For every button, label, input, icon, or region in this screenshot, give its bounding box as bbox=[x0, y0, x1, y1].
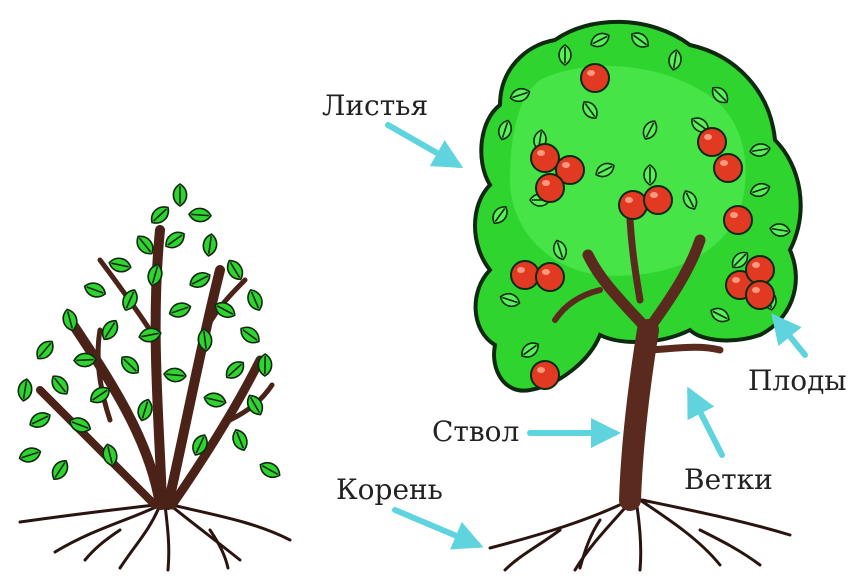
apple-highlight bbox=[720, 160, 728, 166]
leaf bbox=[48, 457, 71, 483]
leaf bbox=[162, 228, 188, 251]
leaf bbox=[173, 184, 186, 206]
label-trunk: Ствол bbox=[432, 418, 519, 446]
apple bbox=[536, 174, 564, 202]
leaf bbox=[222, 358, 247, 383]
arrow-fruits bbox=[775, 318, 805, 355]
arrow-branches bbox=[690, 392, 722, 455]
apple-highlight bbox=[542, 269, 550, 275]
leaf bbox=[245, 287, 266, 312]
apple-highlight bbox=[752, 262, 760, 268]
leaf bbox=[48, 372, 72, 397]
label-leaves: Листья bbox=[322, 92, 428, 120]
apple bbox=[511, 261, 539, 289]
leaf bbox=[17, 378, 33, 402]
leaf bbox=[147, 203, 172, 228]
apple bbox=[746, 281, 774, 309]
bush-illustration bbox=[17, 184, 290, 570]
leaf bbox=[237, 323, 263, 347]
apple bbox=[619, 191, 647, 219]
leaf bbox=[203, 391, 227, 409]
leaf bbox=[644, 165, 656, 185]
apple-highlight bbox=[650, 192, 658, 198]
leaf bbox=[108, 256, 132, 273]
label-fruits: Плоды bbox=[748, 367, 847, 395]
apple-highlight bbox=[587, 70, 595, 76]
apple bbox=[536, 263, 564, 291]
bush-roots bbox=[20, 505, 290, 570]
apple-highlight bbox=[517, 267, 525, 273]
apple bbox=[581, 64, 609, 92]
apple-highlight bbox=[537, 367, 545, 373]
leaf bbox=[187, 269, 213, 291]
apple bbox=[724, 206, 752, 234]
apple-highlight bbox=[542, 180, 550, 186]
leaf bbox=[257, 459, 283, 481]
leaf bbox=[189, 208, 212, 223]
leaf bbox=[230, 427, 250, 452]
leaf bbox=[82, 280, 107, 300]
leaf bbox=[163, 367, 186, 382]
leaf bbox=[135, 398, 154, 423]
leaf bbox=[17, 445, 42, 464]
apple-highlight bbox=[732, 277, 740, 283]
leaf bbox=[167, 300, 192, 320]
arrow-leaves bbox=[388, 125, 458, 165]
bush-leaves bbox=[17, 184, 283, 483]
leaf bbox=[33, 337, 57, 362]
arrow-root bbox=[395, 510, 478, 545]
label-root: Корень bbox=[336, 476, 443, 504]
label-branches: Ветки bbox=[684, 466, 773, 494]
apple bbox=[714, 154, 742, 182]
leaf bbox=[559, 45, 571, 65]
apple bbox=[531, 144, 559, 172]
apple-highlight bbox=[704, 134, 712, 140]
leaf bbox=[258, 354, 272, 376]
apple-highlight bbox=[752, 287, 760, 293]
apple-highlight bbox=[730, 212, 738, 218]
apple-highlight bbox=[537, 150, 545, 156]
apple-highlight bbox=[562, 162, 570, 168]
apple bbox=[531, 361, 559, 389]
tree-roots bbox=[490, 500, 790, 570]
apple bbox=[644, 186, 672, 214]
apple-highlight bbox=[625, 197, 633, 203]
leaf bbox=[27, 409, 53, 431]
apple bbox=[698, 128, 726, 156]
apple bbox=[746, 256, 774, 284]
leaf bbox=[118, 353, 143, 378]
leaf bbox=[202, 233, 218, 257]
